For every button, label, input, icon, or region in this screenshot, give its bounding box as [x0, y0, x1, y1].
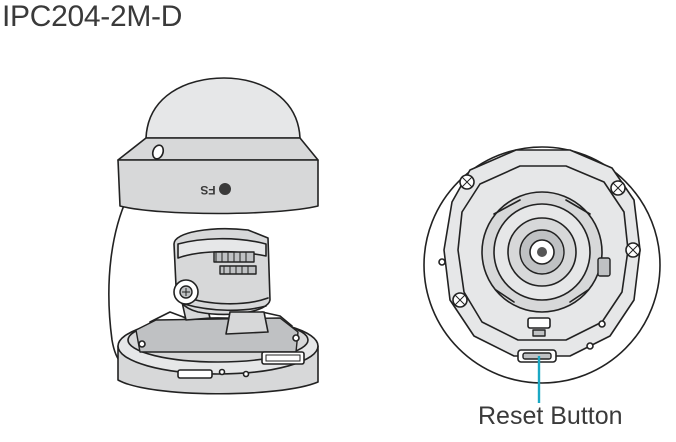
mounting-screws: [438, 174, 641, 350]
fs-logo-icon: FS: [200, 183, 231, 197]
brand-mark: FS: [200, 183, 215, 197]
page-title: IPC204-2M-D: [2, 0, 183, 33]
reset-button-label: Reset Button: [478, 402, 623, 430]
camera-base-mount: [117, 311, 319, 395]
reset-button[interactable]: [517, 349, 557, 363]
camera-lens-module: [173, 227, 271, 335]
camera-base-bottom-view: [423, 146, 661, 403]
dome-camera-exploded-view: FS: [108, 77, 319, 395]
dome-cover: FS: [117, 77, 319, 215]
